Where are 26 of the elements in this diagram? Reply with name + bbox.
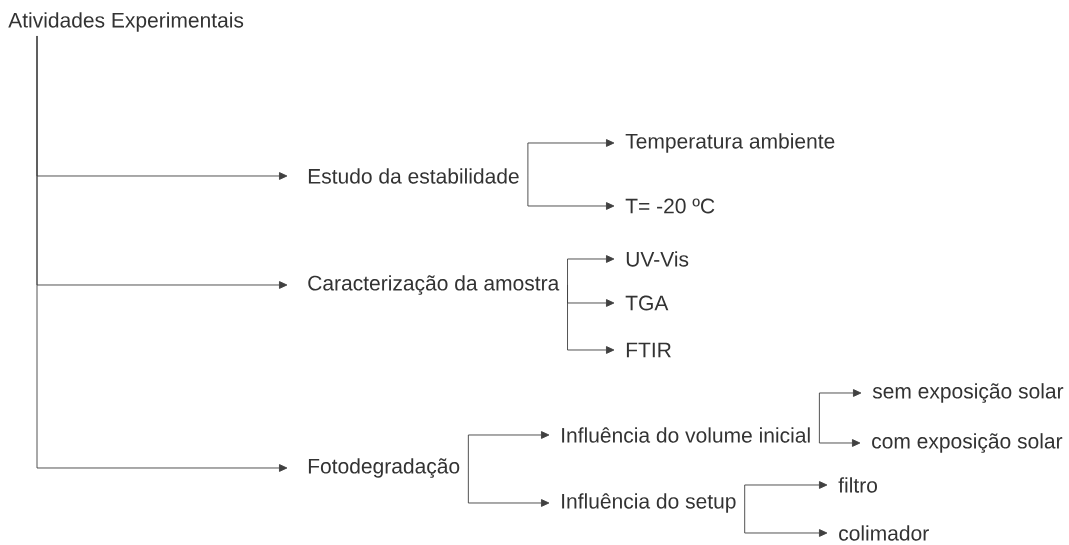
- arrow: [467, 467, 550, 507]
- node-text: Temperatura ambiente: [625, 133, 835, 153]
- node-text: T= -20 ºC: [625, 198, 715, 214]
- node-text: UV-Vis: [626, 251, 689, 267]
- node-text: filtro: [838, 477, 877, 493]
- arrow: [527, 175, 615, 210]
- node-text: colimador: [839, 525, 929, 541]
- arrow: [567, 255, 615, 286]
- heading-text: Atividades Experimentais: [8, 12, 244, 32]
- node-text: Influência do volume inicial: [562, 427, 810, 443]
- arrow: [527, 139, 615, 177]
- arrow: [744, 502, 828, 537]
- node-text: Caracterização da amostra: [308, 275, 560, 295]
- arrow: [36, 35, 288, 472]
- arrow: [744, 481, 828, 504]
- node-text: Influência do setup: [562, 493, 736, 513]
- arrow: [567, 284, 615, 354]
- arrow: [818, 389, 862, 436]
- arrow: [467, 431, 550, 469]
- node-text: TGA: [625, 295, 669, 311]
- node-text: FTIR: [626, 342, 671, 358]
- arrow: [818, 434, 861, 447]
- node-text: Estudo da estabilidade: [308, 168, 519, 184]
- node-text: sem exposição solar: [872, 383, 1064, 403]
- node-text: com exposição solar: [872, 433, 1063, 453]
- node-text: Fotodegradação: [308, 458, 460, 478]
